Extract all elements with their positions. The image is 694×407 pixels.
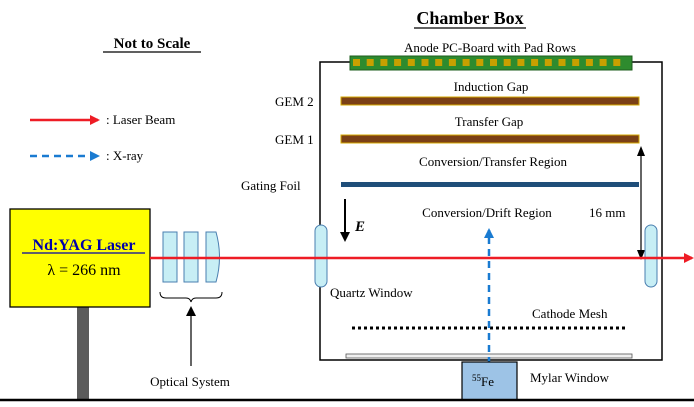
gating-foil-label: Gating Foil	[241, 178, 301, 193]
anode-pad	[366, 59, 374, 66]
anode-pad	[531, 59, 539, 66]
anode-pad	[585, 59, 593, 66]
anode-pad	[613, 59, 621, 66]
not-to-scale-note: Not to Scale	[114, 36, 191, 52]
induction-gap-label: Induction Gap	[454, 79, 529, 94]
anode-pad	[462, 59, 470, 66]
gem1-label: GEM 1	[275, 132, 314, 147]
distance-label: 16 mm	[589, 205, 625, 220]
chamber-box-title: Chamber Box	[416, 8, 523, 28]
fe55-element: Fe	[481, 374, 494, 389]
gem2-foil	[340, 96, 640, 106]
legend-xray-label: : X-ray	[106, 148, 144, 163]
laser-box	[9, 208, 151, 308]
anode-pad	[448, 59, 456, 66]
conversion-transfer-label: Conversion/Transfer Region	[419, 154, 567, 169]
anode-pad	[558, 59, 566, 66]
fe55-label: 55Fe	[472, 373, 494, 389]
legend-laser-label: : Laser Beam	[106, 112, 175, 127]
anode-pad	[380, 59, 388, 66]
transfer-gap-label: Transfer Gap	[455, 114, 523, 129]
anode-pad-rows	[353, 59, 621, 66]
quartz-window-label: Quartz Window	[330, 285, 413, 300]
anode-pad	[544, 59, 552, 66]
anode-pad	[517, 59, 525, 66]
conversion-drift-label: Conversion/Drift Region	[422, 205, 552, 220]
fe55-mass: 55	[472, 373, 482, 383]
gem2-label: GEM 2	[275, 94, 314, 109]
fe55-source	[461, 361, 518, 401]
quartz-window-left	[314, 224, 328, 288]
distance-arrow-bottom	[637, 250, 645, 260]
mylar-window-label: Mylar Window	[530, 370, 610, 385]
optical-system-brace	[159, 291, 223, 303]
anode-pad	[599, 59, 607, 66]
optical-system-label: Optical System	[150, 374, 230, 389]
laser-stand	[77, 306, 89, 400]
anode-label: Anode PC-Board with Pad Rows	[404, 40, 576, 55]
anode-pad	[435, 59, 443, 66]
anode-pad	[476, 59, 484, 66]
anode-pad	[421, 59, 429, 66]
laser-wavelength: λ = 266 nm	[47, 262, 121, 279]
anode-pad	[503, 59, 511, 66]
anode-pad	[394, 59, 402, 66]
gem1-foil	[340, 134, 640, 144]
laser-name: Nd:YAG Laser	[33, 237, 136, 254]
anode-pad	[407, 59, 415, 66]
anode-pad	[572, 59, 580, 66]
field-label: E	[354, 219, 365, 235]
quartz-window-right	[644, 224, 658, 288]
anode-pad	[353, 59, 360, 66]
cathode-mesh-label: Cathode Mesh	[532, 306, 608, 321]
distance-arrow-top	[637, 146, 645, 156]
anode-pad	[490, 59, 497, 66]
gating-foil	[341, 182, 639, 187]
